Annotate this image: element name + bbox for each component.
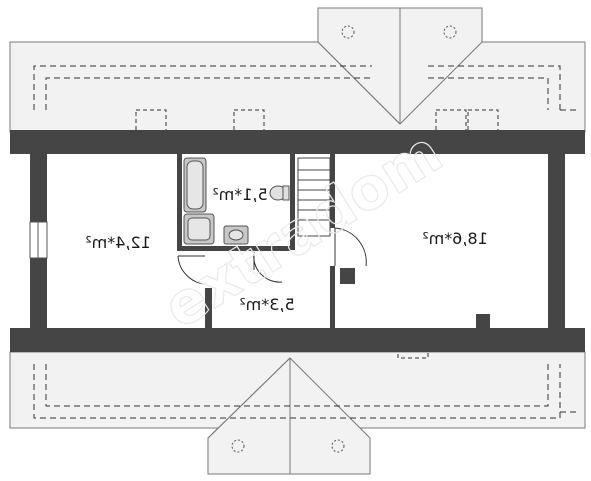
partition-stub <box>340 268 355 284</box>
vent-circles <box>231 25 457 453</box>
area-labels: 12,4*m² 5,1*m² 5,3*m² 18,6*m² <box>85 185 488 314</box>
area-label-hall: 5,3*m² <box>239 295 294 314</box>
vent-bottom-left <box>231 439 245 453</box>
dormer-bottom <box>207 357 371 475</box>
bath-wall-right <box>290 154 295 250</box>
area-label-right-room: 18,6*m² <box>422 229 488 248</box>
vent-top-left <box>341 25 355 39</box>
chimney-stub <box>476 314 490 328</box>
vent-bottom-right <box>331 439 345 453</box>
area-label-bathroom: 5,1*m² <box>212 185 267 204</box>
dashed-roof-lines <box>33 65 578 419</box>
roof-ridges <box>207 8 401 474</box>
bath-wall-bottom <box>177 246 291 251</box>
wall-top <box>10 130 585 154</box>
area-label-left-room: 12,4*m² <box>85 233 151 252</box>
hall-wall-right <box>330 154 335 228</box>
roof-top <box>9 41 586 133</box>
wall-right <box>548 154 565 328</box>
hall-wall-right-lower <box>330 266 335 328</box>
bath-wall-left <box>177 154 182 250</box>
vent-top-right <box>443 25 457 39</box>
roof-outline <box>9 7 586 475</box>
wall-bottom <box>10 328 585 352</box>
bathroom-fixtures <box>183 157 290 245</box>
staircase <box>297 157 331 237</box>
hall-wall-left <box>205 288 212 328</box>
doors <box>177 227 367 285</box>
